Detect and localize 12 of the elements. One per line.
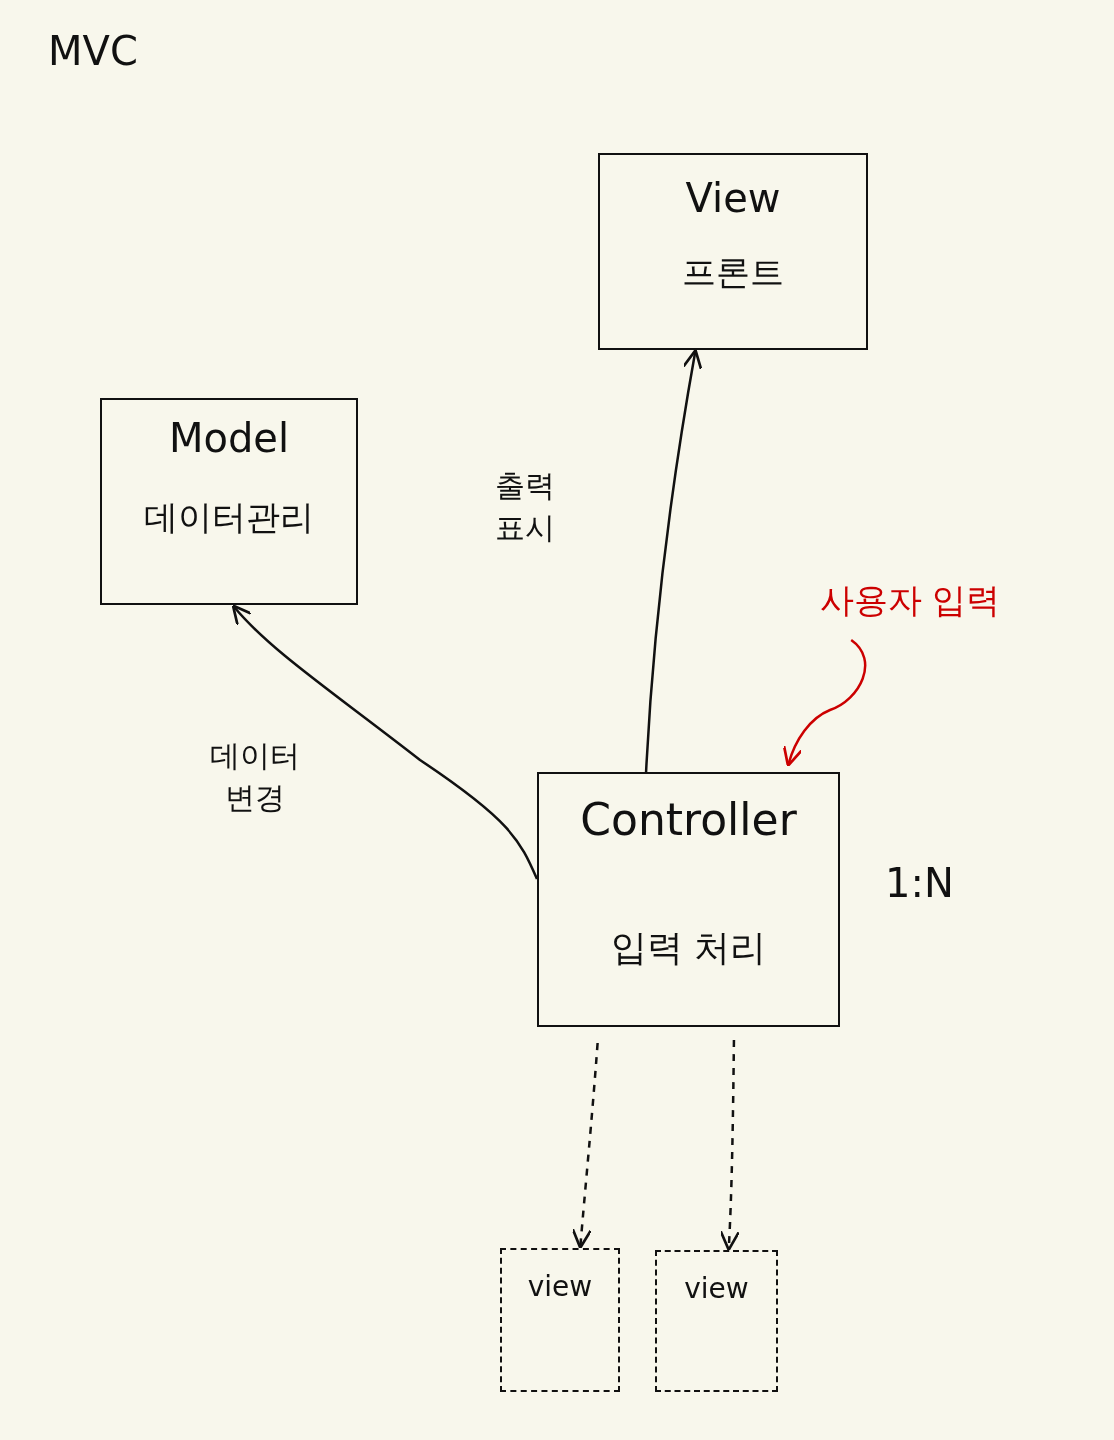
view-box: view [500, 1248, 620, 1392]
title: MVC [48, 28, 138, 74]
arrow [783, 639, 867, 768]
view-box: View 프론트 [598, 153, 868, 350]
arrow [571, 1042, 599, 1250]
arrow [644, 348, 703, 773]
ratio-label: 1:N [885, 860, 954, 906]
view-box: view [655, 1250, 778, 1392]
model-box: Model 데이터관리 [100, 398, 358, 605]
controller-box: Controller 입력 처리 [537, 772, 840, 1027]
arrow [231, 604, 539, 880]
user-input-text: 사용자 입력 [805, 578, 1015, 628]
